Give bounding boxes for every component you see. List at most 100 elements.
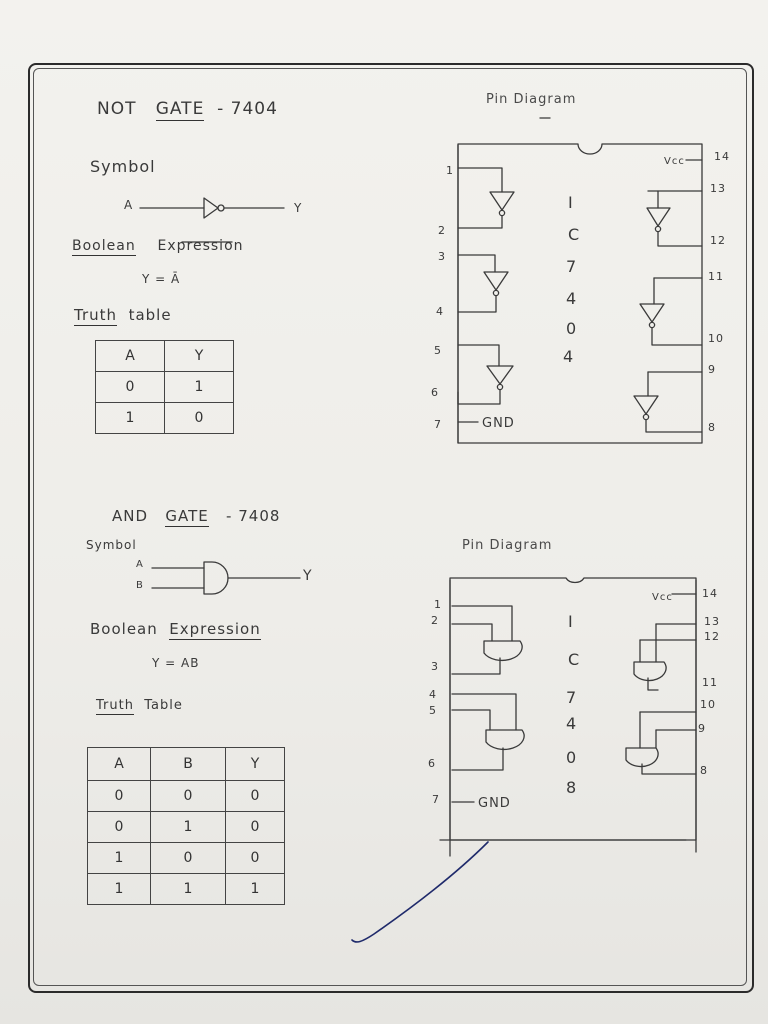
pin-number: 4 <box>436 305 444 318</box>
not-title-gate: GATE <box>155 99 205 121</box>
not-table-word: table <box>128 306 172 324</box>
page-border <box>28 63 754 993</box>
table-cell: 1 <box>87 873 151 905</box>
not-title-ic: - 7404 <box>217 99 278 119</box>
not-gate-icon <box>646 159 703 247</box>
table-cell: 0 <box>164 402 234 434</box>
table-cell: 0 <box>150 780 226 812</box>
and-gate-icon <box>633 593 697 691</box>
not-gate-icon <box>639 277 703 346</box>
pin-number: 9 <box>698 722 706 735</box>
table-cell: 0 <box>87 780 151 812</box>
not-gate-icon <box>457 344 514 405</box>
ic-label-char: 0 <box>566 748 578 767</box>
and-truth-table: A B Y 0 0 0 0 1 0 1 0 0 1 1 1 <box>87 747 285 905</box>
and-truth-label: Truth Table <box>96 698 183 715</box>
not-output-label: Y <box>294 201 303 215</box>
pin-number: 4 <box>429 688 437 701</box>
pin-number: 2 <box>431 614 439 627</box>
table-cell: 1 <box>164 371 234 403</box>
and-pin-diagram-title: Pin Diagram <box>462 538 553 553</box>
pin-number: 2 <box>438 224 446 237</box>
table-row: 0 1 0 <box>87 811 285 843</box>
and-boolean-label: Boolean Expression <box>90 620 261 640</box>
table-row: 1 1 1 <box>87 873 285 905</box>
not-truth-word: Truth <box>74 306 118 326</box>
not-input-label: A <box>124 198 134 212</box>
and-input-b-label: B <box>136 580 144 591</box>
table-row: 1 0 0 <box>87 842 285 874</box>
and-title-gate: GATE <box>165 507 209 527</box>
table-cell: 0 <box>225 811 285 843</box>
pin-number: 13 <box>704 615 720 628</box>
and-gate-title: AND GATE - 7408 <box>112 507 281 527</box>
pin-number: 12 <box>710 234 726 247</box>
table-cell: 1 <box>95 402 165 434</box>
not-gate-icon <box>457 167 515 229</box>
and-title-ic: - 7408 <box>226 507 281 525</box>
not-expression: Y = Ā <box>142 272 181 286</box>
ic-label-char: 7 <box>566 257 578 276</box>
not-truth-table: A Y 0 1 1 0 <box>95 340 234 434</box>
table-header-cell: Y <box>225 747 285 781</box>
ic-label-char: C <box>568 650 581 669</box>
pin-number: 10 <box>708 332 724 345</box>
table-header-cell: Y <box>164 340 234 372</box>
pin-number: 14 <box>702 587 718 600</box>
table-cell: 1 <box>87 842 151 874</box>
ic-label-char: I <box>568 612 574 631</box>
ic-label-char: 8 <box>566 778 578 797</box>
gnd-label: GND <box>482 416 515 431</box>
and-input-a-label: A <box>136 559 144 570</box>
vcc-label: Vcc <box>664 156 685 167</box>
table-row: 0 0 0 <box>87 780 285 812</box>
and-expression: Y = AB <box>152 656 200 670</box>
pin-number: 14 <box>714 150 730 163</box>
pin-number: 13 <box>710 182 726 195</box>
pin-number: 5 <box>429 704 437 717</box>
page-border-inner <box>33 68 747 986</box>
not-boolean-word: Boolean <box>72 238 136 256</box>
pen-stroke <box>351 841 489 943</box>
pin-number: 6 <box>431 386 439 399</box>
pin-number: 3 <box>431 660 439 673</box>
not-truth-label: Truth table <box>74 306 172 326</box>
not-pin-diagram-title: Pin Diagram <box>486 92 577 107</box>
ic-label-char: 4 <box>566 289 578 308</box>
not-gate-icon <box>633 371 703 433</box>
and-gate-icon <box>451 605 523 675</box>
ic-label-char: 7 <box>566 688 578 707</box>
not-gate-symbol-icon <box>139 197 285 219</box>
table-header-row: A B Y <box>87 747 285 781</box>
not-gate-title: NOT GATE - 7404 <box>97 99 278 121</box>
table-row: 0 1 <box>95 371 234 403</box>
and-title-word: AND <box>112 507 149 525</box>
vcc-label: Vcc <box>652 592 673 603</box>
pin-number: 8 <box>700 764 708 777</box>
table-cell: 1 <box>225 873 285 905</box>
and-table-word: Table <box>144 698 183 713</box>
and-boolean-word: Boolean <box>90 620 158 638</box>
pin-number: 5 <box>434 344 442 357</box>
and-gate-icon <box>451 693 525 771</box>
and-symbol-label: Symbol <box>86 538 137 552</box>
and-expression-word: Expression <box>169 620 261 640</box>
ic-label-char: 4 <box>566 714 578 733</box>
pin-number: 6 <box>428 757 436 770</box>
not-symbol-label: Symbol <box>90 157 156 176</box>
pin-number: 7 <box>432 793 440 806</box>
gnd-label: GND <box>478 796 511 811</box>
pin-number: 1 <box>434 598 442 611</box>
ic-7408-body <box>439 577 697 857</box>
ic-label-char: 4 <box>563 347 575 366</box>
pin-number: 9 <box>708 363 716 376</box>
pin-number: 12 <box>704 630 720 643</box>
pin-number: 11 <box>708 270 724 283</box>
and-gate-icon <box>625 711 697 775</box>
table-header-row: A Y <box>95 340 234 372</box>
ic-7404-body <box>457 143 703 444</box>
pin-number: 7 <box>434 418 442 431</box>
pin-number: 11 <box>702 676 718 689</box>
ic-label-char: C <box>568 225 581 244</box>
